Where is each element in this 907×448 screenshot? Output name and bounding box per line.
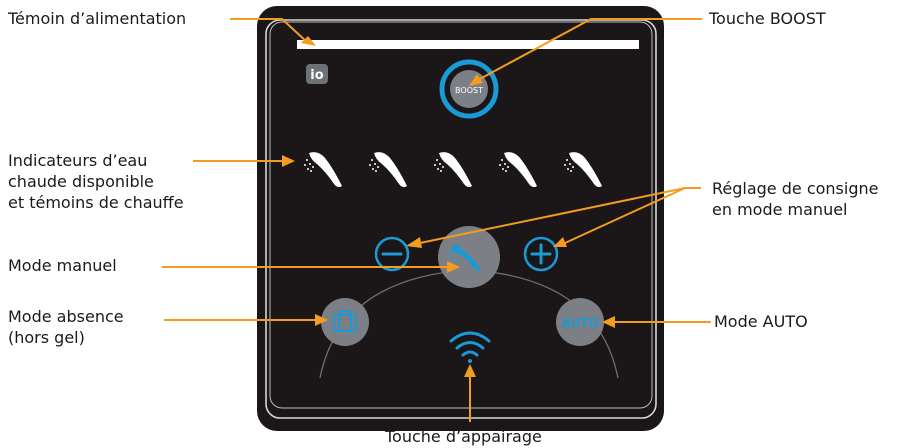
arrow-indicators bbox=[282, 155, 295, 167]
label-setpoint-adjust: Réglage de consigne en mode manuel bbox=[712, 179, 879, 219]
manual-mode-button[interactable] bbox=[438, 226, 500, 288]
minus-button[interactable] bbox=[374, 236, 410, 272]
arrow-minus bbox=[406, 237, 422, 248]
plus-button[interactable] bbox=[523, 236, 559, 272]
label-power-indicator: Témoin d’alimentation bbox=[8, 9, 187, 28]
callout-line-power bbox=[230, 18, 308, 43]
callout-line-boost bbox=[477, 18, 702, 81]
panel-inner-outline bbox=[269, 21, 653, 409]
label-hot-water-indicators: Indicateurs d’eau chaude disponible et t… bbox=[8, 151, 184, 212]
hot-water-indicators bbox=[304, 152, 602, 188]
panel-inner-frame bbox=[265, 19, 657, 419]
absence-mode-button[interactable] bbox=[321, 298, 369, 346]
arrow-auto bbox=[602, 316, 615, 328]
io-badge-text: io bbox=[310, 68, 323, 83]
arrow-pairing bbox=[464, 364, 476, 377]
shower-indicator-icon bbox=[434, 152, 472, 188]
label-absence-mode: Mode absence (hors gel) bbox=[8, 307, 124, 347]
auto-mode-button[interactable]: AUTO bbox=[556, 298, 604, 346]
arrow-boost bbox=[469, 74, 483, 86]
auto-button-label: AUTO bbox=[561, 316, 598, 330]
arrow-plus bbox=[553, 237, 567, 247]
shower-indicator-icon bbox=[304, 152, 342, 188]
callout-lines bbox=[162, 18, 711, 422]
arrow-manual bbox=[447, 261, 460, 273]
wifi-icon[interactable] bbox=[449, 331, 491, 363]
callout-line-plus bbox=[564, 187, 701, 244]
shower-indicator-icon bbox=[499, 152, 537, 188]
label-boost-key: Touche BOOST bbox=[709, 9, 826, 28]
arrow-absence bbox=[315, 314, 328, 326]
label-pairing-key: Touche d’appairage bbox=[385, 427, 542, 446]
label-auto-mode: Mode AUTO bbox=[714, 312, 808, 331]
shower-indicator-icon bbox=[564, 152, 602, 188]
boost-button[interactable]: BOOST bbox=[439, 59, 499, 119]
power-indicator-bar bbox=[297, 40, 639, 49]
arrow-power bbox=[301, 36, 316, 46]
shower-head-icon bbox=[447, 244, 481, 271]
suitcase-icon bbox=[333, 310, 357, 332]
boost-button-label: BOOST bbox=[455, 86, 483, 95]
io-icon: io bbox=[306, 64, 328, 84]
callout-arrowheads bbox=[282, 36, 615, 377]
shower-indicator-icon bbox=[369, 152, 407, 188]
label-manual-mode: Mode manuel bbox=[8, 256, 117, 275]
